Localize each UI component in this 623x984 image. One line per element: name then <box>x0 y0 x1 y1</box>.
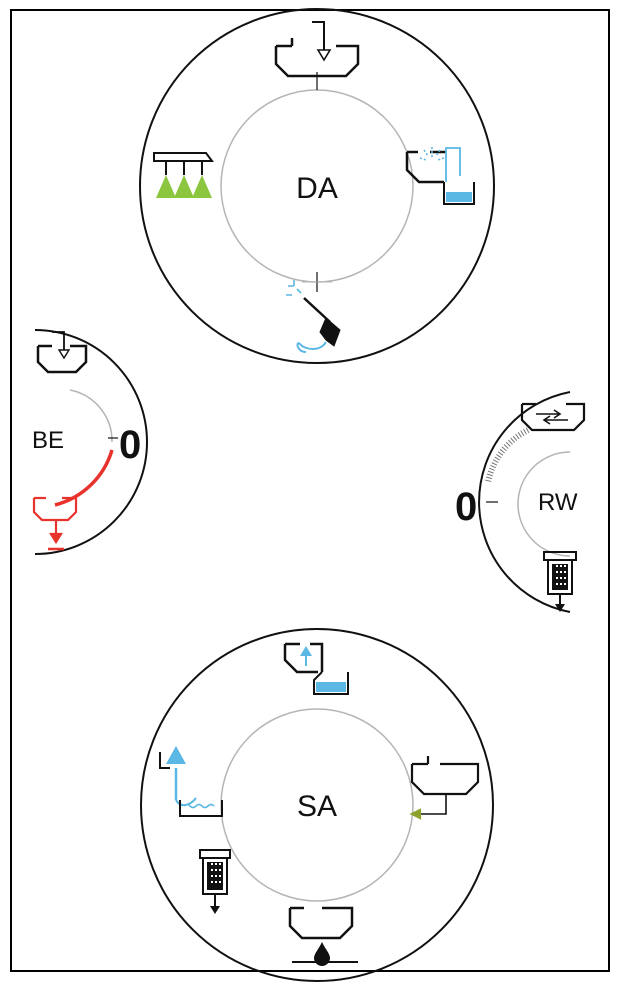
rw-tank-circulate-icon[interactable] <box>520 402 586 432</box>
be-tank-fill-icon[interactable] <box>36 331 88 374</box>
dial-da-label: DA <box>296 172 338 205</box>
dial-rw: 0 RW <box>455 391 586 613</box>
be-tank-drain-icon[interactable] <box>32 496 78 551</box>
sa-water-suction-icon[interactable] <box>159 746 223 817</box>
dial-sa: SA <box>140 628 494 982</box>
dial-be-label: BE <box>32 427 64 454</box>
dial-da: DA <box>139 8 495 364</box>
dial-rw-value: 0 <box>455 485 477 529</box>
tank-fill-icon[interactable] <box>274 21 360 78</box>
dial-sa-label: SA <box>297 790 337 823</box>
dial-rw-scale <box>485 427 530 483</box>
dial-rw-inner-arc <box>517 451 571 557</box>
rw-filter-drain-icon[interactable] <box>543 551 577 612</box>
dial-sa-outer-ring <box>140 628 494 982</box>
sa-tank-empty-icon[interactable] <box>288 906 358 966</box>
dial-rw-outer-arc <box>478 391 571 613</box>
dial-be-progress-arc <box>54 449 114 507</box>
nozzle-hose-icon[interactable] <box>286 280 341 353</box>
dial-rw-label: RW <box>538 489 578 516</box>
boom-spray-icon[interactable] <box>153 152 214 198</box>
sa-tank-suction-icon[interactable] <box>283 642 349 695</box>
dial-be-outer-arc <box>34 329 148 555</box>
dial-da-outer-ring <box>139 8 495 364</box>
sa-tank-inlet-icon[interactable] <box>409 756 480 820</box>
tank-clean-icon[interactable] <box>405 147 475 205</box>
dial-be-inner-arc-top <box>69 389 113 443</box>
dial-be: BE 0 <box>32 329 148 555</box>
sa-filter-drain-icon[interactable] <box>199 849 231 914</box>
dial-be-value: 0 <box>119 423 141 467</box>
